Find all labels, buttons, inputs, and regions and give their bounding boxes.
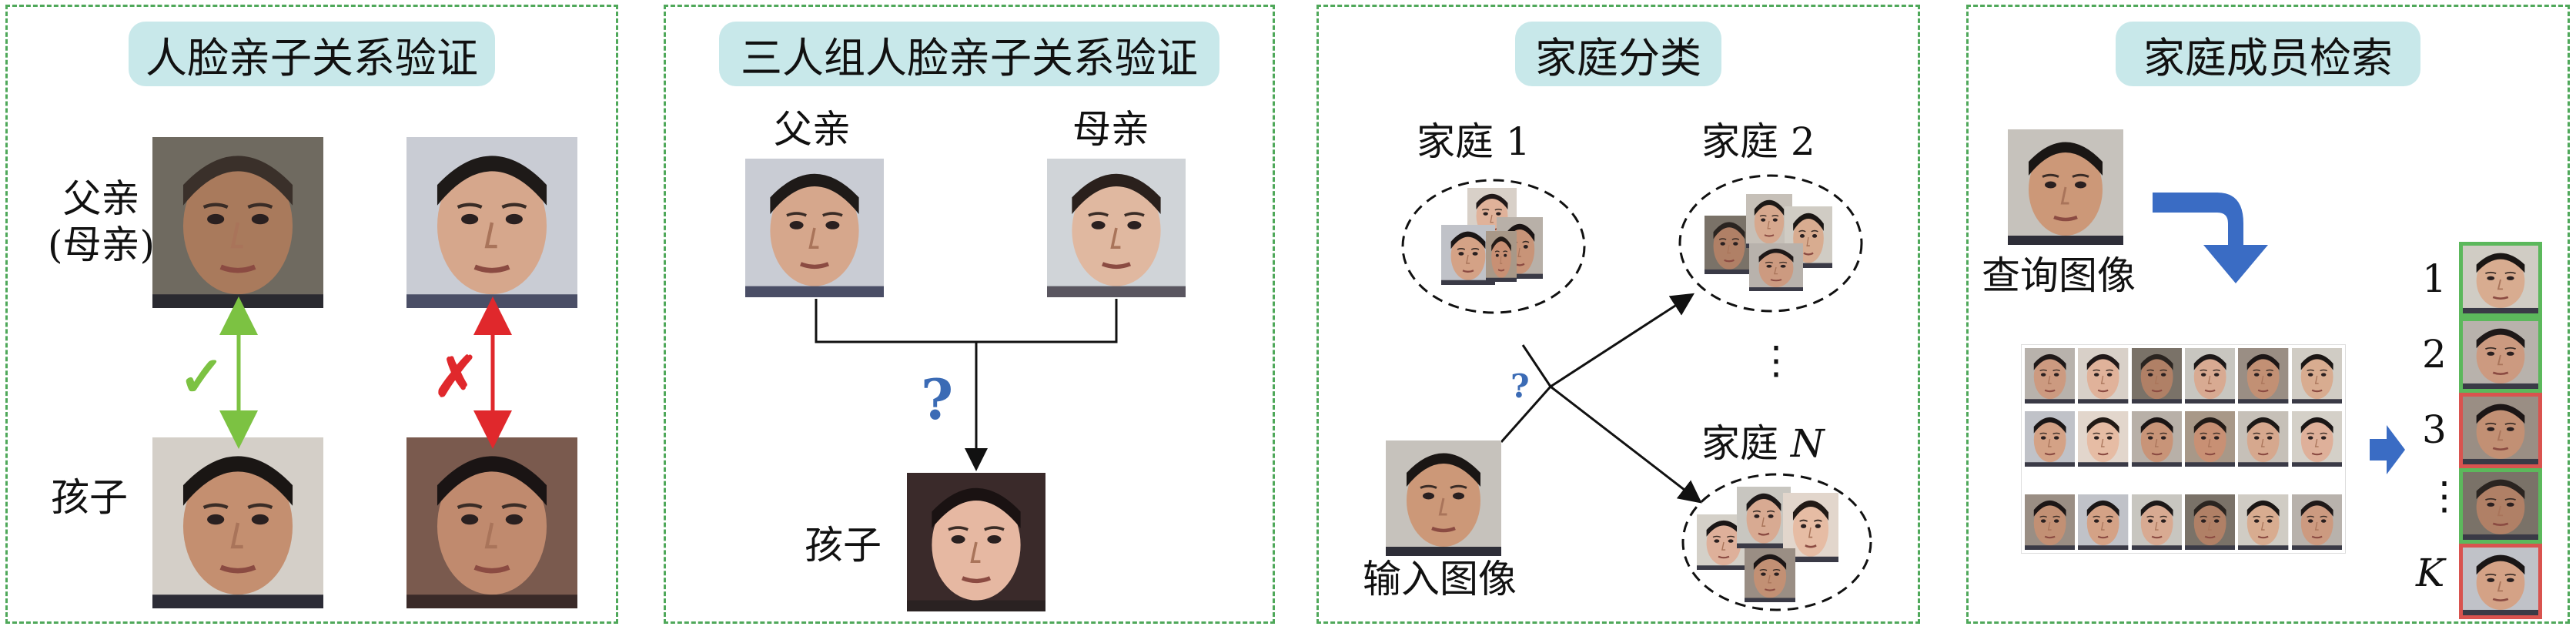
question-icon-1: ?: [921, 367, 954, 432]
gallery-face: [2238, 411, 2289, 467]
right-arrow-icon: [2370, 425, 2405, 474]
panel-tri-kinship: [664, 5, 1275, 624]
panel-family-member-retrieval: [1966, 5, 2570, 624]
ellipsis-families: ⋮: [1757, 338, 1795, 383]
result-k-incorrect: [2459, 544, 2542, 619]
familyN-var: N: [1790, 421, 1825, 466]
gallery-face: [2131, 411, 2182, 467]
gallery-face: [2291, 348, 2342, 404]
gallery-row-1: [2025, 348, 2342, 404]
gallery-row-3: [2025, 494, 2342, 550]
rank-1-label: 1: [2422, 256, 2447, 301]
gallery-face: [2184, 494, 2236, 550]
father-label: 父亲: [774, 107, 851, 152]
gallery-face: [2078, 348, 2129, 404]
gallery-face: [2238, 348, 2289, 404]
gallery-face: [2238, 494, 2289, 550]
rank-3-label: 3: [2422, 407, 2447, 452]
rank-2-label: 2: [2422, 332, 2447, 377]
gallery-face: [2025, 411, 2076, 467]
gallery-face: [2025, 494, 2076, 550]
gallery-face: [2078, 494, 2129, 550]
gallery-face: [2291, 411, 2342, 467]
familyN-ellipse: [1681, 473, 1872, 611]
input-image-label: 输入图像: [1363, 557, 1517, 601]
gallery-face: [2078, 411, 2129, 467]
rank-k-label: K: [2416, 551, 2445, 595]
curved-arrow-icon: [2153, 193, 2268, 283]
panel3-title: 家庭分类: [1515, 22, 1721, 86]
family2-label: 家庭 2: [1701, 119, 1815, 164]
gallery-face: [2184, 348, 2236, 404]
query-image-label: 查询图像: [1982, 253, 2136, 298]
family2-ellipse: [1678, 174, 1863, 313]
gallery-face: [2131, 348, 2182, 404]
panel-kinship-verification: [5, 5, 618, 624]
result-1-correct: [2459, 242, 2542, 317]
family1-label: 家庭 1: [1417, 119, 1531, 164]
question-icon-2: ?: [1510, 367, 1530, 405]
panel2-title: 三人组人脸亲子关系验证: [719, 22, 1219, 86]
result-4-correct: [2459, 468, 2542, 544]
gallery-row-2: [2025, 411, 2342, 467]
rank-ellipsis-label: ⋮: [2425, 474, 2464, 518]
gallery-grid: [2022, 345, 2345, 553]
gallery-face: [2131, 494, 2182, 550]
gallery-face: [2025, 348, 2076, 404]
parent-label: 父亲 (母亲): [48, 176, 156, 267]
panel-family-classification: [1316, 5, 1920, 624]
familyN-prefix: 家庭: [1701, 421, 1778, 466]
result-2-correct: [2459, 317, 2542, 393]
familyN-label: 家庭 N: [1701, 421, 1825, 467]
gallery-face: [2291, 494, 2342, 550]
mother-label: 母亲: [1072, 107, 1149, 152]
check-icon: ✓: [179, 343, 226, 409]
cross-icon: ✗: [433, 343, 480, 409]
child-label-1: 孩子: [51, 475, 128, 520]
result-3-incorrect: [2459, 393, 2542, 468]
child-label-2: 孩子: [805, 523, 882, 568]
family1-ellipse: [1401, 179, 1586, 314]
panel4-title: 家庭成员检索: [2116, 22, 2420, 86]
gallery-face: [2184, 411, 2236, 467]
panel1-title: 人脸亲子关系验证: [129, 22, 495, 86]
